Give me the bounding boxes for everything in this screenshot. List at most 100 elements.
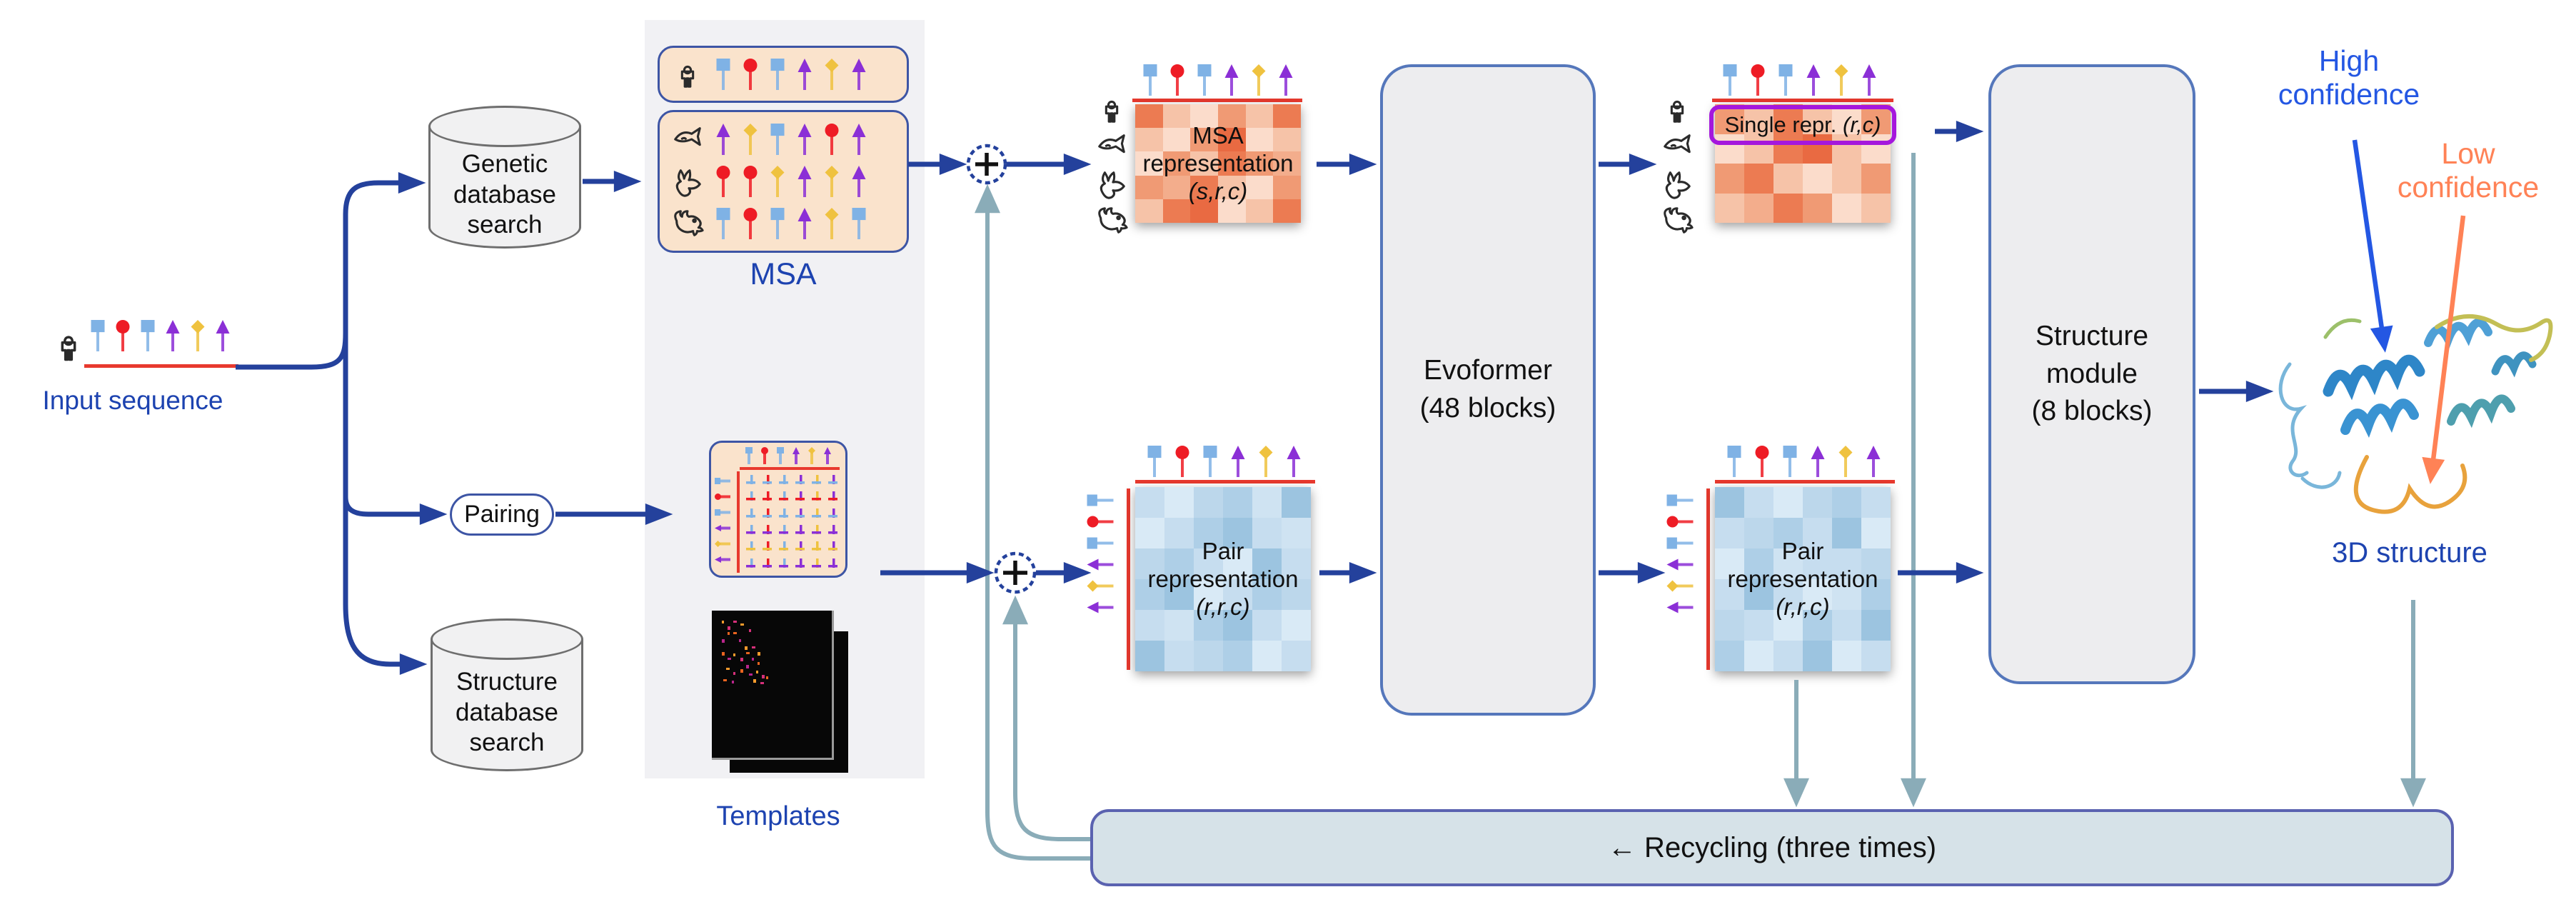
pair-cell — [795, 475, 805, 484]
heatmap-cell — [1135, 199, 1163, 223]
heatmap-cell — [1715, 641, 1744, 671]
heatmap-cell — [1245, 104, 1274, 129]
circle-marker-icon — [761, 447, 768, 464]
diamond-marker-icon — [825, 208, 839, 240]
rooster-icon — [1664, 207, 1694, 234]
species-icon-column — [1094, 93, 1129, 237]
heatmap-cell — [1162, 175, 1191, 199]
3d-structure-label: 3D structure — [2332, 537, 2487, 568]
circle-marker-icon — [743, 59, 758, 90]
pair-cell — [812, 558, 821, 568]
circle-marker-icon — [715, 493, 730, 501]
protein-ribbon-image — [2278, 314, 2553, 514]
triangle-marker-icon — [1811, 446, 1825, 477]
heatmap-cell — [1832, 487, 1861, 518]
heatmap-cell — [1832, 610, 1861, 641]
square-marker-icon — [1147, 446, 1162, 477]
pair-cell — [746, 541, 755, 551]
template-front-square — [712, 611, 834, 760]
human-icon — [50, 323, 87, 369]
heatmap-cell — [1223, 548, 1252, 579]
contact-dot — [753, 679, 756, 683]
heatmap-cell — [1773, 164, 1803, 194]
triangle-marker-icon — [1666, 559, 1693, 571]
pairing-matrix — [709, 441, 847, 578]
square-marker-icon — [1087, 495, 1113, 506]
ribbon-stroke — [2340, 399, 2419, 439]
heatmap-cell — [1194, 641, 1223, 671]
contact-dot — [728, 658, 731, 660]
pairing-matrix-grid — [743, 473, 841, 573]
pair-cell — [763, 541, 772, 551]
pair-cell — [763, 491, 772, 501]
heatmap-cell — [1194, 579, 1223, 610]
heatmap-cell — [1223, 610, 1252, 641]
heatmap-cell — [1245, 128, 1274, 152]
pairing-pill: Pairing — [450, 493, 554, 536]
heatmap-cell — [1164, 579, 1194, 610]
heatmap-cell — [1218, 128, 1246, 152]
sequence-line-vertical — [1706, 488, 1710, 670]
msa-rooster-markers — [714, 208, 868, 240]
msa-query-markers — [714, 59, 868, 90]
heatmap-cell — [1194, 487, 1223, 518]
heatmap-cell — [1773, 579, 1803, 610]
heatmap-cell — [1744, 487, 1773, 518]
pair-representation-sequence — [1725, 446, 1883, 477]
heatmap-cell — [1773, 610, 1803, 641]
heatmap-cell — [1273, 151, 1301, 176]
diamond-marker-icon — [1834, 64, 1848, 96]
square-marker-icon — [716, 208, 730, 240]
heatmap-cell — [1245, 151, 1274, 176]
heatmap-cell — [1245, 175, 1274, 199]
circle-marker-icon — [743, 208, 758, 240]
input-sequence-baseline — [84, 364, 238, 368]
low-confidence-label: Low confidence — [2397, 137, 2540, 204]
plus-icon — [975, 153, 998, 176]
human-icon — [1105, 100, 1119, 123]
sequence-line — [740, 467, 840, 470]
heatmap-cell — [1190, 104, 1218, 129]
heatmap-cell — [1773, 548, 1803, 579]
contact-dot — [749, 629, 751, 632]
square-marker-icon — [715, 509, 730, 516]
msa-rabbit-markers — [714, 165, 868, 197]
heatmap-cell — [1273, 175, 1301, 199]
heatmap-cell — [1861, 610, 1891, 641]
heatmap-cell — [1803, 164, 1832, 194]
contact-dot — [760, 682, 764, 684]
heatmap-cell — [1861, 193, 1891, 223]
pair-cell — [812, 541, 821, 551]
contact-dot — [722, 621, 724, 623]
heatmap-cell — [1803, 548, 1832, 579]
pair-cell — [763, 508, 772, 518]
triangle-marker-icon — [1087, 559, 1113, 571]
contact-dot — [758, 652, 760, 656]
pair-cell — [828, 525, 837, 534]
triangle-marker-icon — [1287, 446, 1301, 477]
heatmap-cell — [1135, 579, 1164, 610]
input-branch-pairing — [343, 496, 448, 525]
contact-dot — [739, 639, 741, 642]
heatmap-cell — [1164, 548, 1194, 579]
contact-dot — [733, 632, 737, 634]
square-marker-icon — [716, 59, 730, 90]
heatmap-cell — [1252, 487, 1282, 518]
circle-marker-icon — [116, 320, 130, 351]
pair-cell — [828, 541, 837, 551]
contact-dot — [726, 668, 730, 670]
heatmap-cell — [1773, 518, 1803, 548]
heatmap-cell — [1190, 199, 1218, 223]
cylinder-top — [431, 618, 583, 660]
heatmap-cell — [1282, 548, 1311, 579]
pair-representation-sequence — [1145, 446, 1303, 477]
heatmap-cell — [1223, 487, 1252, 518]
pair-cell — [779, 525, 788, 534]
heatmap-cell — [1252, 548, 1282, 579]
heatmap-cell — [1744, 548, 1773, 579]
heatmap-cell — [1223, 641, 1252, 671]
square-marker-icon — [1197, 64, 1212, 96]
heatmap-cell — [1282, 579, 1311, 610]
genetic-database-cylinder: Genetic database search — [428, 106, 581, 249]
